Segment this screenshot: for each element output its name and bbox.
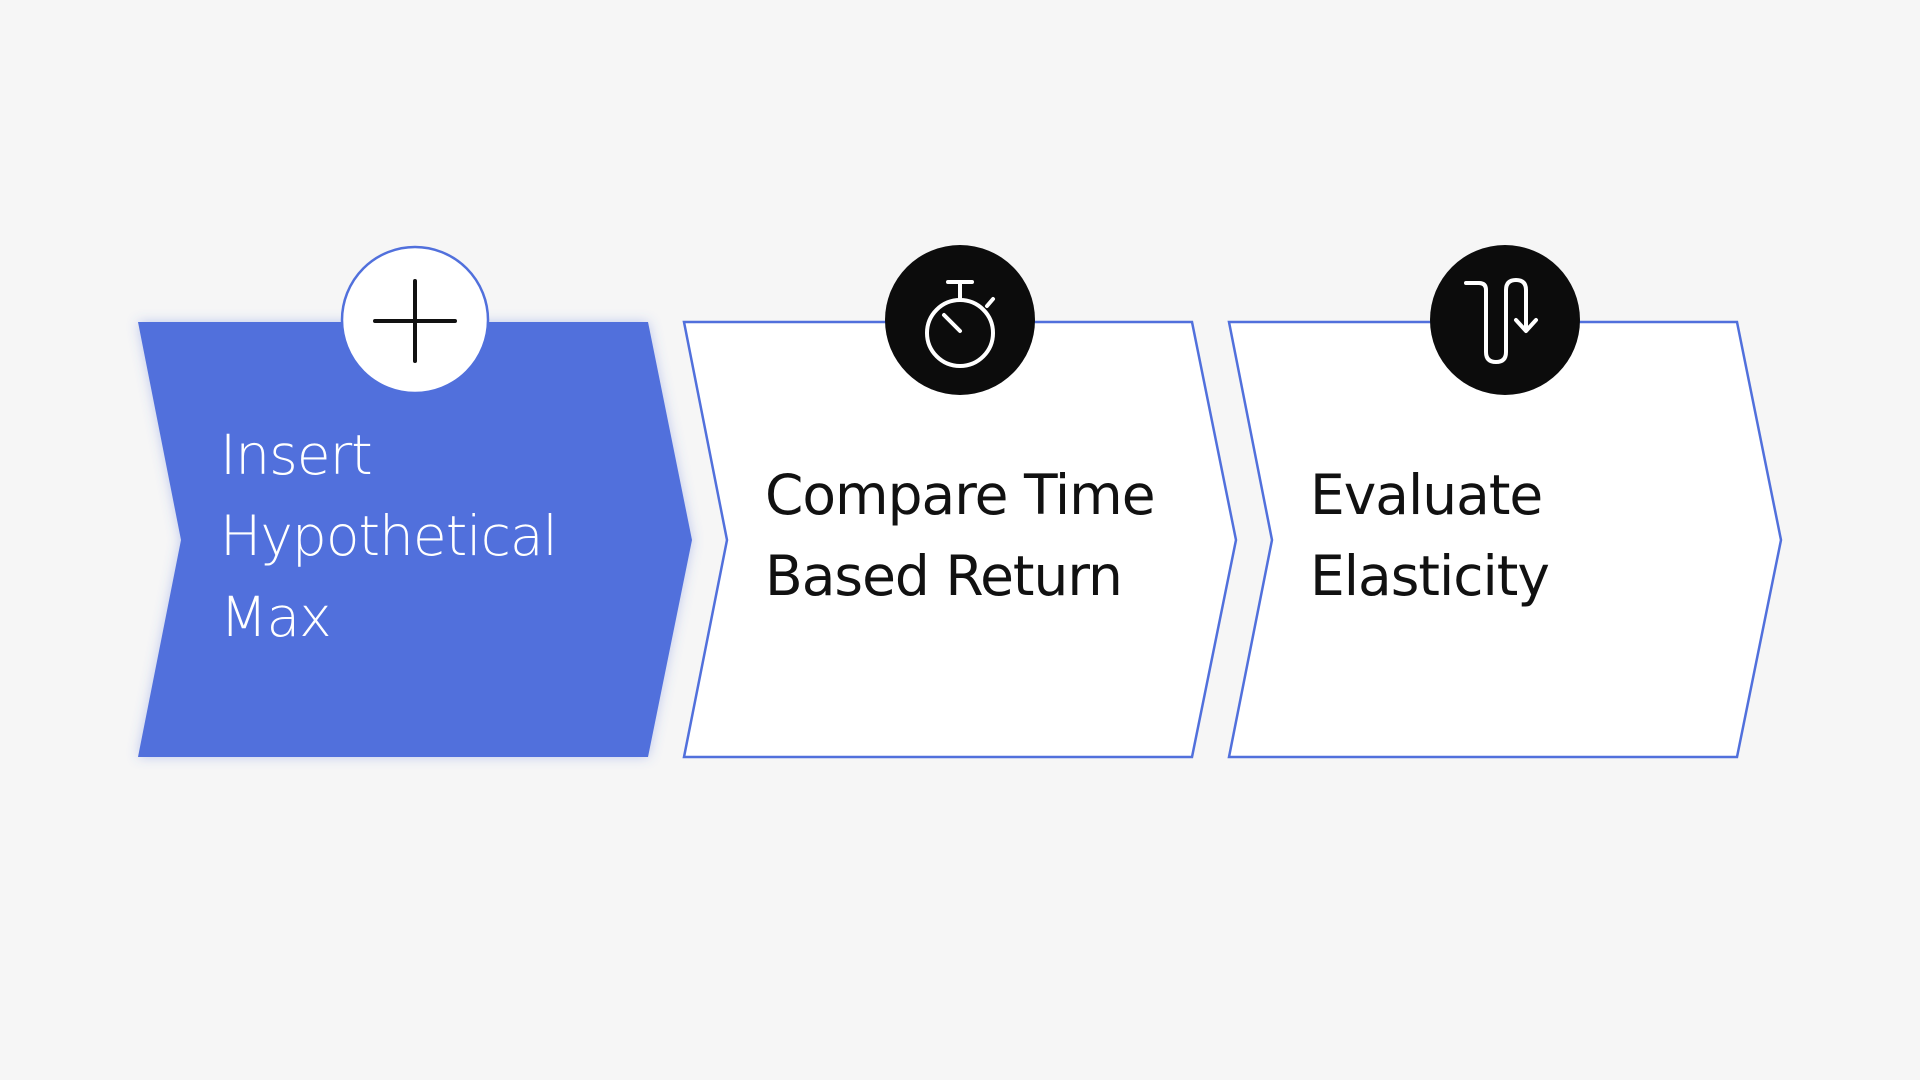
step-2-label-line: Compare Time [765,463,1156,527]
step-3-label: Evaluate Elasticity [1310,455,1550,617]
step-1-label-line: Hypothetical [220,504,558,568]
step-3-chevron[interactable] [1227,320,1783,759]
step-2-label-line: Based Return [765,544,1123,608]
plus-icon [373,279,457,363]
step-3-badge [1430,245,1580,395]
step-2-badge [885,245,1035,395]
step-2-chevron[interactable] [682,320,1238,759]
step-2-label: Compare Time Based Return [765,455,1156,617]
up-down-arrow-icon [1464,278,1538,364]
step-3-label-line: Elasticity [1310,544,1550,608]
step-3-label-line: Evaluate [1310,463,1543,527]
stopwatch-icon [925,280,995,368]
step-1-label: Insert Hypothetical Max [220,415,558,658]
step-1-label-line: Max [220,585,332,649]
step-1-chevron[interactable] [138,322,692,757]
step-1-label-line: Insert [220,423,373,487]
step-1-badge [340,245,490,395]
